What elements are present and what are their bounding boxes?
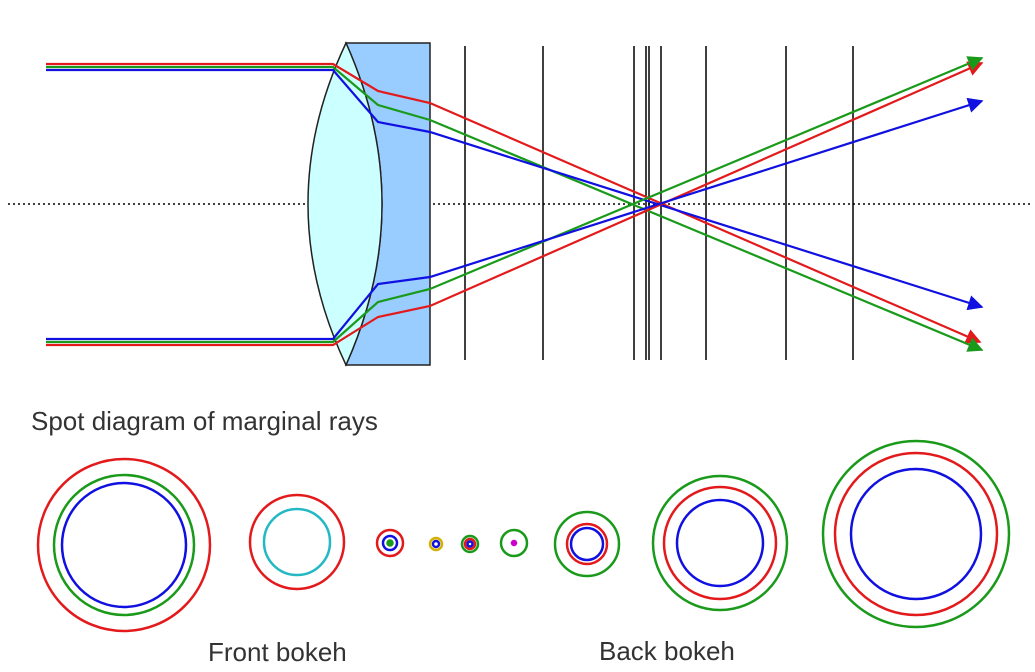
double-convex-lens-icon: [307, 41, 383, 367]
spot: [821, 439, 1011, 629]
spot: [553, 510, 621, 578]
spot: [651, 474, 789, 612]
spot-diagram-title: Spot diagram of marginal rays: [31, 406, 378, 436]
lens-group: [307, 41, 431, 367]
blue-ray-bottom: [46, 97, 984, 341]
rays: [46, 56, 984, 352]
red-ray-bottom: [46, 61, 984, 347]
spot: [460, 534, 480, 554]
green-ray-top: [46, 65, 984, 352]
green-ray-bottom: [46, 56, 984, 344]
spot-diagram: [36, 439, 1011, 633]
spot: [375, 528, 405, 558]
spot: [248, 493, 346, 591]
red-ray-top: [46, 62, 982, 344]
back-bokeh-label: Back bokeh: [599, 636, 735, 666]
front-bokeh-label: Front bokeh: [208, 637, 347, 667]
blue-ray-top: [46, 68, 984, 311]
spot: [428, 536, 444, 552]
spot: [36, 457, 212, 633]
spot: [499, 528, 529, 558]
